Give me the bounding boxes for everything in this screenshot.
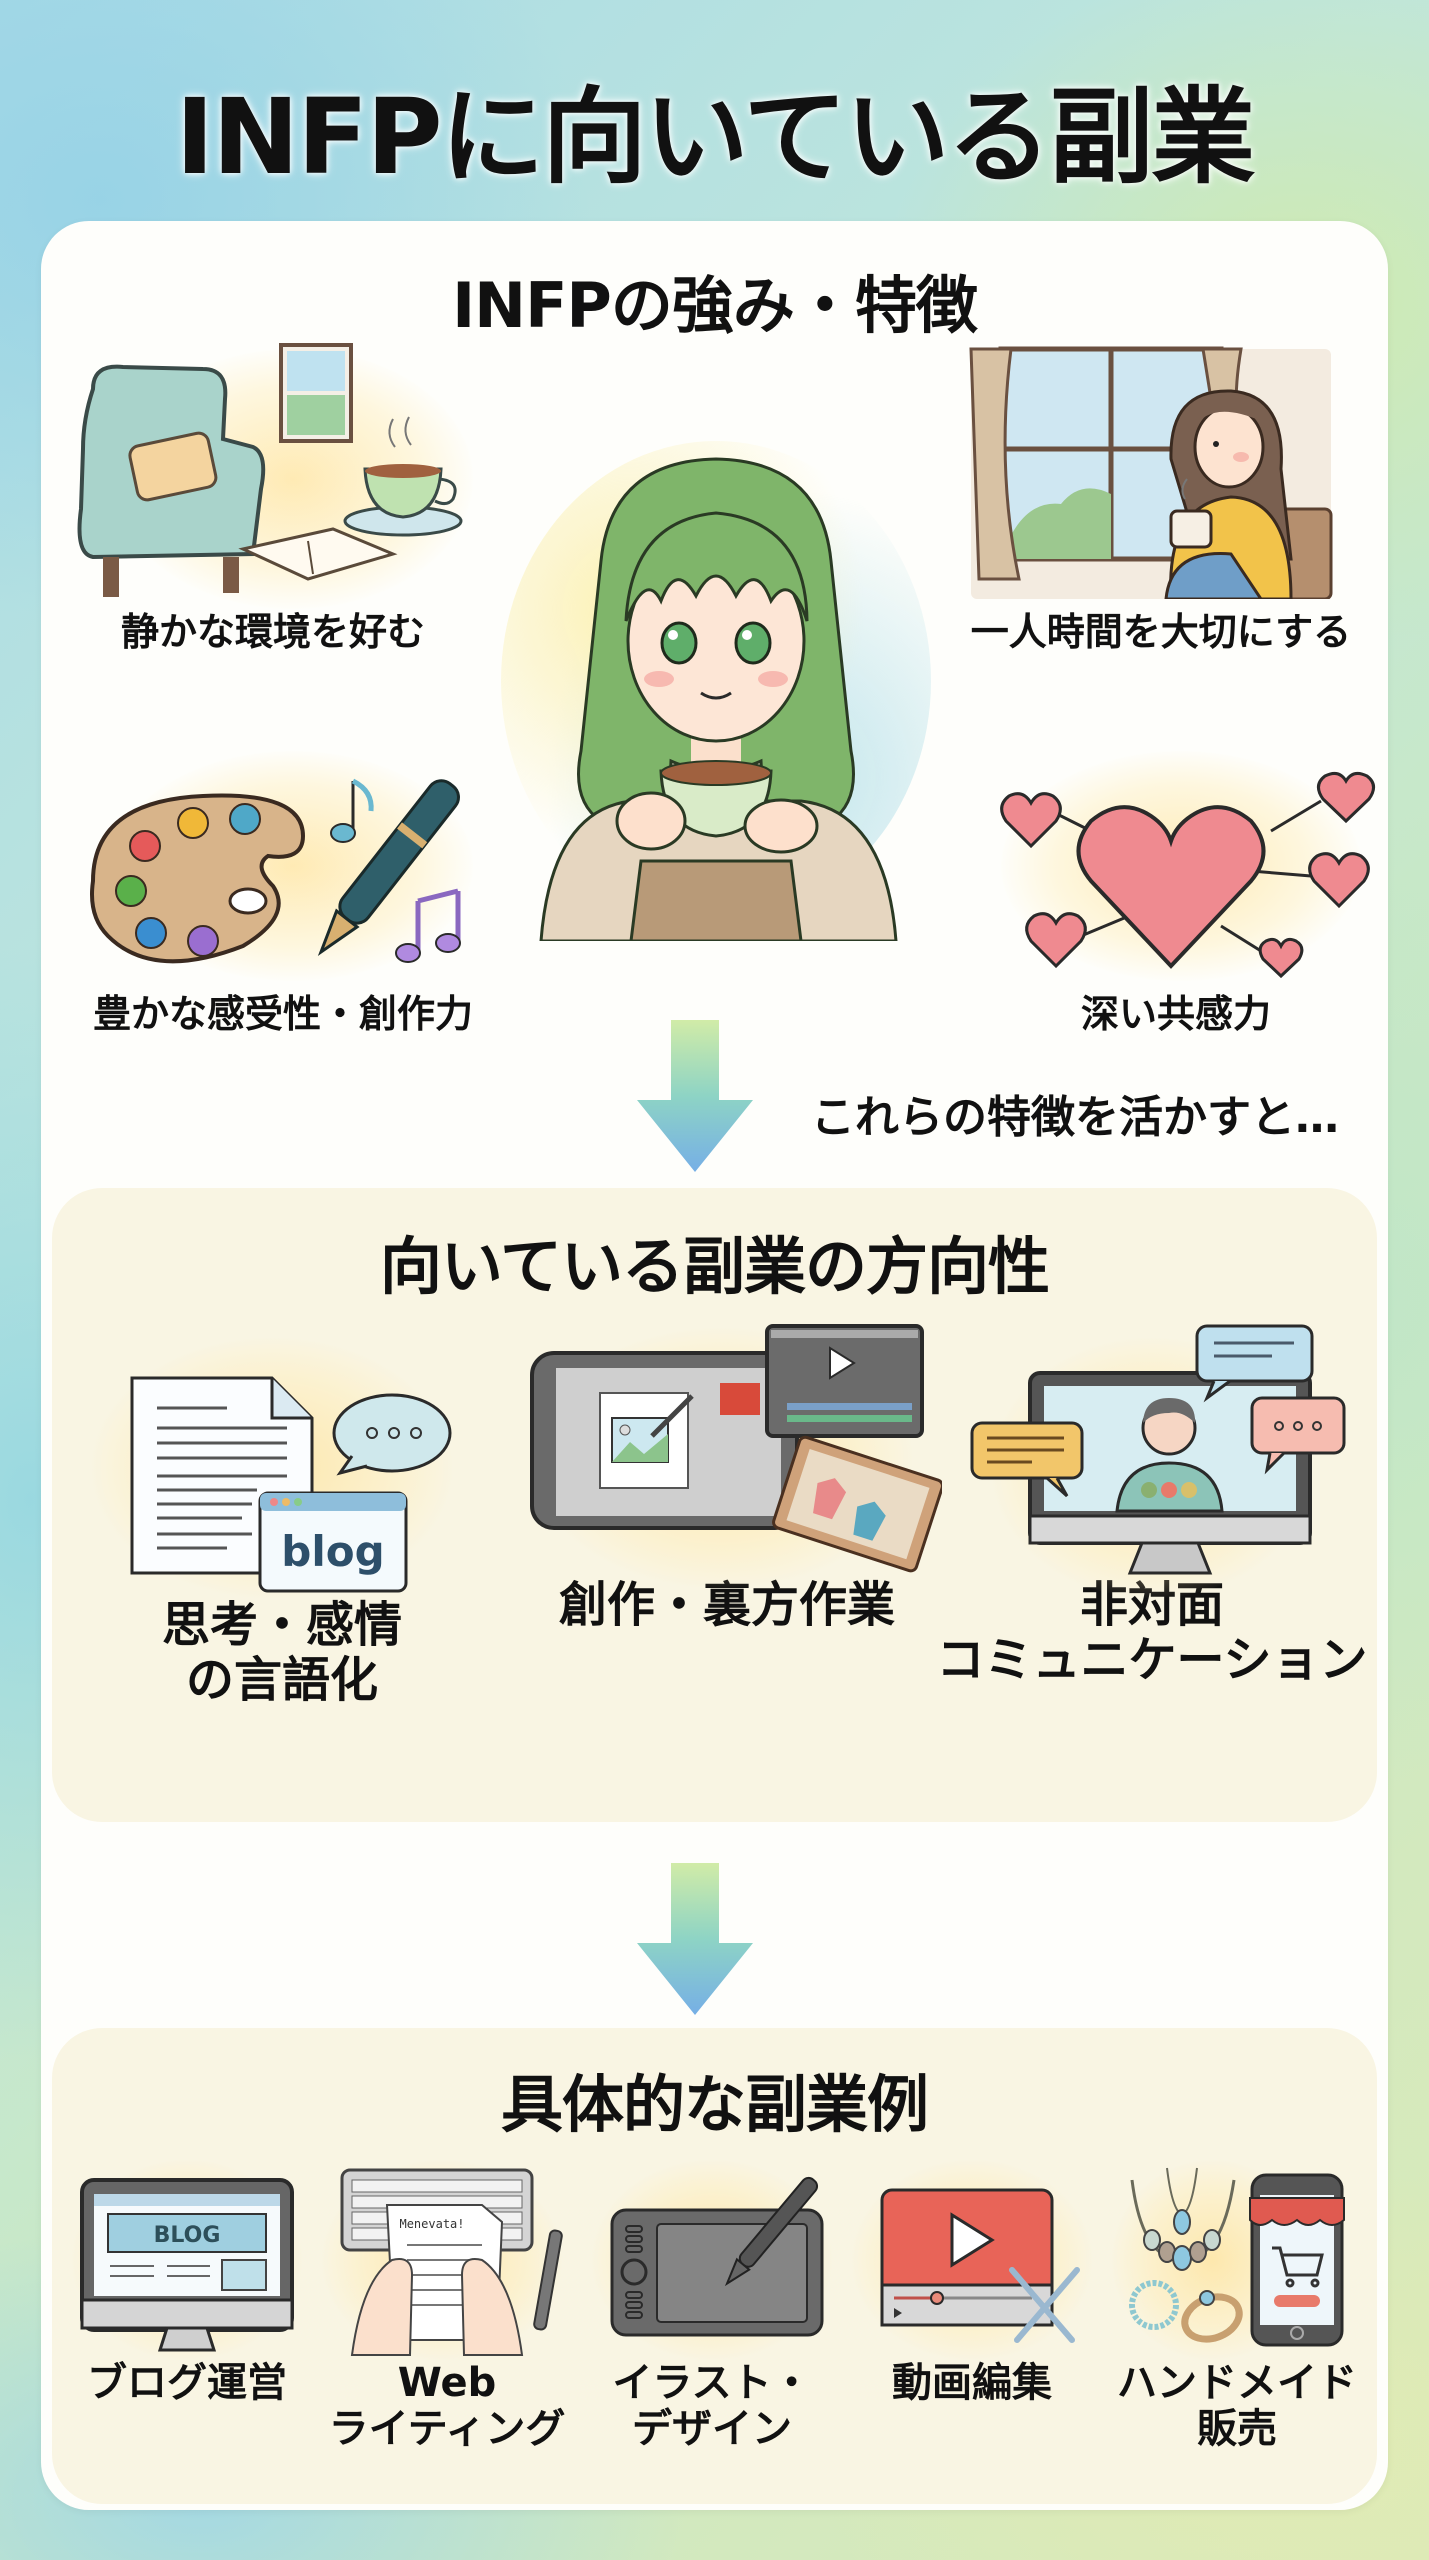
- tablet-video-editor-icon: [530, 1324, 942, 1573]
- directions-panel: 向いている副業の方向性: [52, 1188, 1377, 1822]
- direction-verbalization: blog 思考・感情 の言語化: [92, 1338, 462, 1709]
- example-blog: BLOG ブログ運営: [72, 2160, 302, 2406]
- blog-monitor-icon: BLOG: [80, 2178, 294, 2352]
- trait-quiet-environment: 静かな環境を好む: [53, 329, 493, 656]
- infographic-card: INFPの強み・特徴 静かな環境を好む: [41, 221, 1388, 2510]
- example-web-writing: Menevata! Web ライティング: [322, 2160, 572, 2452]
- down-arrow-icon: [637, 1863, 753, 2015]
- examples-panel: 具体的な副業例 BLOG ブログ運営: [52, 2028, 1377, 2504]
- example-label-line1: 動画編集: [892, 2360, 1052, 2406]
- example-video-editing: 動画編集: [852, 2160, 1092, 2406]
- direction-label-line1: 思考・感情: [161, 1597, 402, 1653]
- examples-heading: 具体的な副業例: [500, 2068, 929, 2141]
- example-label-line1: ハンドメイド: [1117, 2360, 1357, 2406]
- example-label-line1: イラスト・: [612, 2360, 812, 2406]
- direction-non-face-to-face: 非対面 コミュニケーション: [936, 1318, 1368, 1688]
- trait-empathy: 深い共感力: [971, 751, 1381, 1038]
- trait-alone-time: 一人時間を大切にする: [941, 329, 1381, 656]
- down-arrow-icon: [637, 1020, 753, 1172]
- strengths-heading: INFPの強み・特徴: [452, 269, 978, 342]
- jewelry-shop-phone-icon: [1129, 2167, 1345, 2347]
- page-title: INFPに向いている副業: [175, 76, 1256, 198]
- example-label-line2: デザイン: [632, 2406, 792, 2452]
- pen-tablet-icon: [610, 2176, 824, 2337]
- example-handmade-sales: ハンドメイド 販売: [1112, 2160, 1362, 2452]
- example-label-line1: Web: [397, 2360, 497, 2406]
- video-call-monitor-icon: [970, 1324, 1346, 1575]
- direction-label-line2: コミュニケーション: [936, 1632, 1368, 1689]
- trait-label: 静かな環境を好む: [120, 610, 425, 654]
- trait-creativity: 豊かな感受性・創作力: [53, 751, 513, 1038]
- transition-caption: これらの特徴を活かすと…: [811, 1092, 1339, 1143]
- armchair-tea-book-icon: [77, 343, 463, 597]
- video-edit-tools-icon: [880, 2188, 1080, 2343]
- paper-text: Menevata!: [399, 2217, 464, 2231]
- trait-label: 豊かな感受性・創作力: [92, 992, 473, 1036]
- example-label-line2: 販売: [1197, 2406, 1277, 2452]
- center-character: [501, 421, 931, 941]
- blog-text: blog: [281, 1527, 384, 1576]
- direction-label-line2: の言語化: [185, 1652, 378, 1709]
- woman-by-window-icon: [969, 346, 1333, 599]
- palette-pen-music-icon: [90, 778, 461, 964]
- directions-heading: 向いている副業の方向性: [379, 1230, 1050, 1303]
- example-label-line1: ブログ運営: [87, 2360, 287, 2406]
- example-illustration-design: イラスト・ デザイン: [592, 2160, 832, 2452]
- hearts-network-icon: [1000, 771, 1375, 979]
- document-blog-chat-icon: blog: [130, 1376, 452, 1593]
- green-haired-girl-with-tea-icon: [539, 457, 898, 941]
- trait-label: 深い共感力: [1080, 992, 1271, 1036]
- direction-creative-backstage: 創作・裏方作業: [512, 1308, 942, 1633]
- example-label-line2: ライティング: [328, 2406, 566, 2452]
- trait-label: 一人時間を大切にする: [970, 610, 1352, 654]
- blog-screen-text: BLOG: [154, 2223, 221, 2248]
- keyboard-typing-icon: Menevata!: [340, 2168, 563, 2356]
